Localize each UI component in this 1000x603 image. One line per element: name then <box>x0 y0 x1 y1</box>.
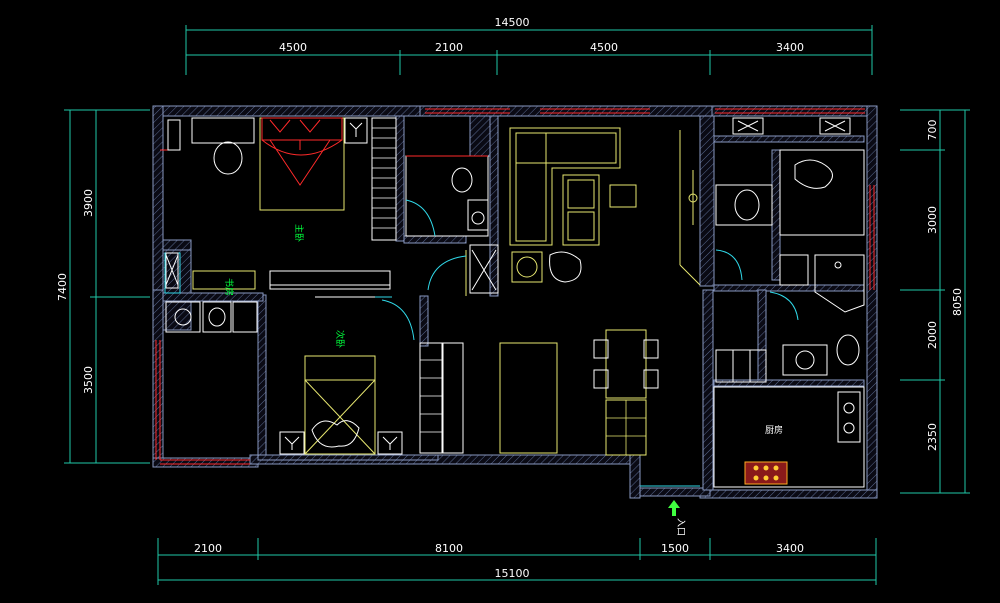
dining-chair <box>593 339 609 359</box>
dim-top-seg-3: 4500 <box>590 41 618 54</box>
outer-walls <box>152 105 878 499</box>
toilet-right-icon <box>734 189 760 221</box>
top-dimension-chain: 14500 4500 2100 4500 3400 <box>185 16 873 75</box>
left-dimension-chain: 7400 3900 3500 <box>56 109 150 464</box>
bed-red <box>261 117 343 186</box>
dining-area <box>499 329 659 456</box>
stove <box>744 461 788 485</box>
dim-top-seg-4: 3400 <box>776 41 804 54</box>
entrance: 入口 <box>640 485 700 536</box>
kitchen: 厨房 <box>713 386 865 488</box>
dim-right-seg-1: 700 <box>926 120 939 141</box>
dim-right-total: 8050 <box>951 288 964 316</box>
dim-bottom-total: 15100 <box>495 567 530 580</box>
dim-bottom-seg-4: 3400 <box>776 542 804 555</box>
second-bedroom: 次卧 <box>279 296 464 455</box>
armchair <box>609 184 637 208</box>
arrow-up-icon <box>668 500 680 516</box>
bottom-dimension-chain: 2100 8100 1500 3400 15100 <box>157 538 877 585</box>
dim-left-seg-1: 3900 <box>82 189 95 217</box>
dim-left-total: 7400 <box>56 273 69 301</box>
lounge-chair <box>549 251 582 283</box>
dim-right-seg-2: 3000 <box>926 206 939 234</box>
dim-right-seg-3: 2000 <box>926 321 939 349</box>
master-bedroom-label: 主卧 <box>293 224 305 242</box>
kitchen-sink <box>837 391 861 443</box>
dim-bottom-seg-1: 2100 <box>194 542 222 555</box>
right-bathrooms <box>715 117 865 383</box>
master-bedroom: 主卧 <box>167 117 368 242</box>
study-label: 书房 <box>223 278 235 296</box>
interior-walls <box>162 115 865 491</box>
entrance-label: 入口 <box>675 518 686 536</box>
kitchen-label: 厨房 <box>765 424 783 436</box>
sink-icon <box>471 211 485 225</box>
second-bedroom-label: 次卧 <box>334 330 346 348</box>
nightstand-lamp-icon <box>349 122 363 137</box>
dim-bottom-seg-2: 8100 <box>435 542 463 555</box>
pillows <box>311 420 360 448</box>
dim-right-seg-4: 2350 <box>926 423 939 451</box>
right-dimension-chain: 700 3000 2000 2350 8050 <box>900 109 970 494</box>
bath-toilet-icon <box>451 167 473 193</box>
master-bathroom <box>405 155 489 237</box>
dim-left-seg-2: 3500 <box>82 366 95 394</box>
interior-detail-lines <box>165 244 499 296</box>
wardrobe-master <box>371 117 397 241</box>
dim-top-seg-1: 4500 <box>279 41 307 54</box>
lamp-icon <box>516 256 538 278</box>
dim-top-seg-2: 2100 <box>435 41 463 54</box>
living-room <box>509 127 701 286</box>
study: 书房 <box>164 252 391 296</box>
utility-area <box>165 301 258 333</box>
dim-bottom-seg-3: 1500 <box>661 542 689 555</box>
toilet-icon <box>213 141 243 175</box>
dim-top-total: 14500 <box>495 16 530 29</box>
